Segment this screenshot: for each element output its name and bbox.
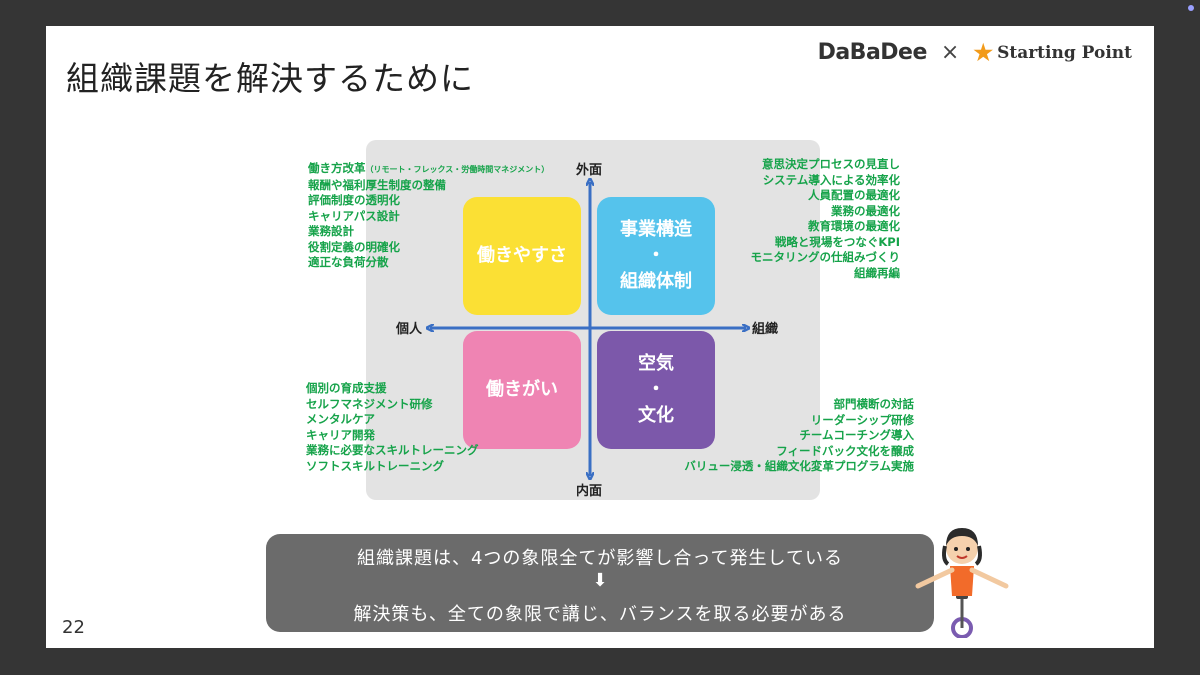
list-bottom-left: 個別の育成支援 セルフマネジメント研修 メンタルケア キャリア開発 業務に必要な… — [306, 381, 479, 474]
axis-label-right: 組織 — [752, 322, 779, 337]
list-item: 業務に必要なスキルトレーニング — [306, 443, 479, 457]
list-item: セルフマネジメント研修 — [306, 396, 433, 411]
page-number: 22 — [62, 617, 85, 638]
quadrant-label: 働きやすさ — [477, 244, 567, 266]
quadrant-business-structure: 事業構造 ・ 組織体制 — [597, 197, 715, 315]
axis-arrows — [366, 140, 820, 500]
quadrant-label-dot: ・ — [647, 378, 665, 400]
list-item: システム導入による効率化 — [762, 172, 900, 187]
list-top-right: 意思決定プロセスの見直し システム導入による効率化 人員配置の最適化 業務の最適… — [751, 157, 901, 281]
axis-label-bottom: 内面 — [576, 484, 603, 499]
list-top-left: 働き方改革（リモート・フレックス・労働時間マネジメント） 報酬や福利厚生制度の整… — [308, 161, 549, 271]
list-item: 部門横断の対話 — [833, 397, 915, 411]
list-item: 人員配置の最適化 — [808, 188, 900, 202]
quadrant-label-line1: 空気 — [638, 352, 674, 374]
summary-banner: 組織課題は、4つの象限全てが影響し合って発生している ⬇ 解決策も、全ての象限で… — [266, 534, 934, 632]
slide-title: 組織課題を解決するために — [66, 59, 474, 98]
quadrant-label-line3: 文化 — [638, 405, 674, 427]
dabadee-logo: DaBaDee — [817, 40, 928, 65]
list-item: メンタルケア — [306, 412, 375, 426]
logo-separator: × — [940, 40, 960, 65]
slide: 組織課題を解決するために DaBaDee × ★ Starting Point … — [46, 26, 1154, 648]
star-icon: ★ — [973, 39, 994, 66]
list-item: 個別の育成支援 — [306, 381, 387, 395]
down-arrow-icon: ⬇ — [592, 570, 608, 591]
banner-line-2: 解決策も、全ての象限で講じ、バランスを取る必要がある — [353, 604, 847, 625]
starting-point-logo: ★ Starting Point — [973, 42, 1132, 64]
list-item: フィードバック文化を醸成 — [776, 443, 914, 458]
quadrant-label-line1: 事業構造 — [620, 218, 692, 240]
list-item: チームコーチング導入 — [799, 428, 914, 442]
list-item: 業務設計 — [308, 224, 354, 238]
starting-point-text: Starting Point — [997, 42, 1132, 63]
logo-group: DaBaDee × ★ Starting Point — [818, 40, 1132, 65]
girl-unicycle-illustration — [915, 528, 1009, 638]
list-item: 戦略と現場をつなぐKPI — [774, 234, 900, 249]
list-item: キャリアパス設計 — [308, 208, 400, 223]
quadrant-work-comfort: 働きやすさ — [463, 197, 581, 315]
list-item: キャリア開発 — [306, 427, 375, 442]
quadrant-culture: 空気 ・ 文化 — [597, 331, 715, 449]
quadrant-label-line3: 組織体制 — [620, 271, 692, 293]
window-indicator-dot — [1188, 5, 1194, 11]
list-item: 評価制度の透明化 — [308, 193, 400, 207]
list-item: 組織再編 — [854, 265, 900, 280]
list-item: モニタリングの仕組みづくり — [750, 250, 901, 264]
list-item: 働き方改革（リモート・フレックス・労働時間マネジメント） — [308, 161, 550, 175]
quadrant-label-dot: ・ — [647, 244, 665, 266]
list-item: 報酬や福利厚生制度の整備 — [308, 177, 446, 192]
list-item: ソフトスキルトレーニング — [306, 458, 444, 473]
list-item: 意思決定プロセスの見直し — [762, 157, 900, 171]
list-item: 教育環境の最適化 — [808, 219, 900, 233]
list-item: バリュー浸透・組織文化変革プログラム実施 — [684, 459, 914, 473]
list-item: 業務の最適化 — [831, 203, 900, 218]
list-item: 適正な負荷分散 — [308, 255, 389, 269]
axis-label-left: 個人 — [396, 322, 423, 337]
quadrant-rewarding-work: 働きがい — [463, 331, 581, 449]
list-item: 役割定義の明確化 — [308, 239, 400, 254]
list-bottom-right: 部門横断の対話 リーダーシップ研修 チームコーチング導入 フィードバック文化を醸… — [684, 397, 914, 475]
axis-label-top: 外面 — [576, 163, 603, 178]
quadrant-label: 働きがい — [486, 378, 558, 400]
banner-line-1: 組織課題は、4つの象限全てが影響し合って発生している — [356, 548, 843, 569]
list-item: リーダーシップ研修 — [810, 412, 914, 427]
quadrant-diagram: 働きやすさ 事業構造 ・ 組織体制 働きがい 空気 ・ 文化 外面 — [366, 140, 820, 500]
